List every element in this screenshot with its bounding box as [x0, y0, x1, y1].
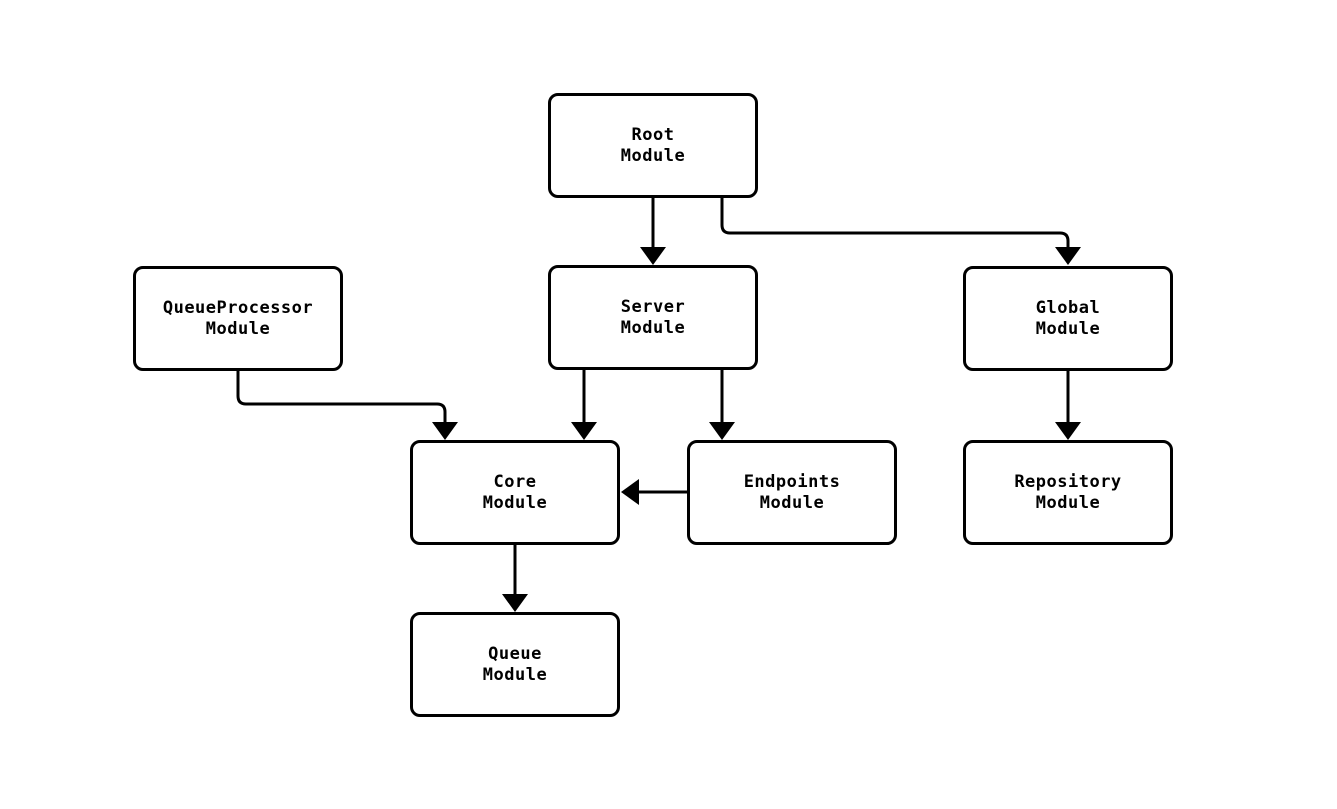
node-core-module: Core Module — [410, 440, 620, 545]
arrowhead-icon — [502, 594, 528, 612]
edge-endpoints-to-core — [621, 479, 687, 505]
node-queueprocessor-module: QueueProcessor Module — [133, 266, 343, 371]
node-label: Server Module — [620, 296, 686, 338]
arrowhead-icon — [571, 422, 597, 440]
node-label: Queue Module — [482, 643, 548, 685]
node-label: Repository Module — [1014, 471, 1122, 513]
node-label: Root Module — [620, 124, 686, 166]
arrowhead-icon — [1055, 247, 1081, 265]
arrowhead-icon — [640, 247, 666, 265]
edge-root-to-server — [640, 198, 666, 265]
node-label: QueueProcessor Module — [162, 297, 314, 339]
arrowhead-icon — [621, 479, 639, 505]
arrowhead-icon — [1055, 422, 1081, 440]
node-root-module: Root Module — [548, 93, 758, 198]
node-label: Endpoints Module — [743, 471, 841, 513]
node-global-module: Global Module — [963, 266, 1173, 371]
edge-queueprocessor-to-core — [236, 371, 458, 440]
edge-root-to-global — [720, 198, 1081, 265]
arrowhead-icon — [709, 422, 735, 440]
node-label: Global Module — [1035, 297, 1101, 339]
node-endpoints-module: Endpoints Module — [687, 440, 897, 545]
node-label: Core Module — [482, 471, 548, 513]
edge-global-to-repository — [1055, 371, 1081, 440]
node-queue-module: Queue Module — [410, 612, 620, 717]
edge-server-to-core — [571, 370, 597, 440]
arrowhead-icon — [432, 422, 458, 440]
edge-server-to-endpoints — [709, 370, 735, 440]
node-repository-module: Repository Module — [963, 440, 1173, 545]
edge-core-to-queue — [502, 545, 528, 612]
node-server-module: Server Module — [548, 265, 758, 370]
